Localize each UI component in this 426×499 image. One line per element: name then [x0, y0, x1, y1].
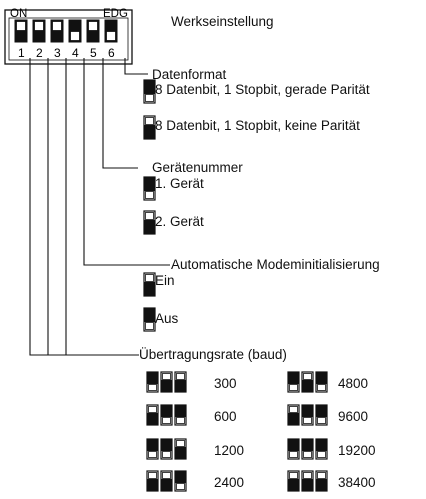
edg-label: EDG	[103, 8, 128, 20]
data-format-option-none: 8 Datenbit, 1 Stopbit, keine Parität	[155, 118, 360, 133]
factory-setting-label: Werkseinstellung	[171, 14, 274, 29]
baud-left-300-switch-1-icon	[146, 371, 159, 393]
baud-left-1200-switch-2-icon	[160, 438, 173, 460]
switch-number-2: 2	[36, 46, 43, 60]
device-number-option-1: 1. Gerät	[155, 176, 204, 191]
modem-init-option-off: Aus	[155, 311, 179, 326]
baud-left-300-switch-3-icon	[174, 371, 187, 393]
data-format-option-even: 8 Datenbit, 1 Stopbit, gerade Parität	[155, 82, 370, 97]
baud-right-38400-switch-2-icon	[301, 470, 314, 492]
switch-block-frame	[4, 9, 133, 65]
baud-right-19200-switch-3-icon	[315, 438, 328, 460]
baud-left-600-switch-1-icon	[146, 404, 159, 426]
factory-switch-1	[14, 19, 28, 43]
switch-number-4: 4	[72, 46, 79, 60]
baud-left-2400-switch-3-icon	[174, 470, 187, 492]
baud-left-300-switch-2-icon	[160, 371, 173, 393]
on-label: ON	[10, 8, 27, 20]
baud-left-600-switch-2-icon	[160, 404, 173, 426]
baud-right-9600-switch-2-icon	[301, 404, 314, 426]
baud-left-1200-switch-1-icon	[146, 438, 159, 460]
data-format-even-switch-icon	[143, 79, 156, 104]
baud-right-4800-switch-2-icon	[301, 371, 314, 393]
switch-number-6: 6	[108, 46, 115, 60]
modem-init-title: Automatische Modeminitialisierung	[171, 257, 380, 272]
baud-left-2400-switch-2-icon	[160, 470, 173, 492]
factory-switch-6	[104, 19, 118, 43]
device-1-switch-icon	[143, 176, 156, 201]
modem-init-option-on: Ein	[155, 273, 175, 288]
baud-rate-left-0: 300	[214, 376, 237, 391]
factory-switch-3	[50, 19, 64, 43]
modem-init-on-switch-icon	[143, 272, 156, 297]
baud-right-9600-switch-1-icon	[287, 404, 300, 426]
data-format-title: Datenformat	[152, 67, 227, 82]
baud-switch-group	[146, 371, 328, 492]
data-format-none-switch-icon	[143, 115, 156, 140]
baud-left-1200-switch-3-icon	[174, 438, 187, 460]
switch-number-3: 3	[54, 46, 61, 60]
baud-right-19200-switch-2-icon	[301, 438, 314, 460]
baud-rate-right-2: 19200	[338, 443, 376, 458]
baud-right-9600-switch-3-icon	[315, 404, 328, 426]
switch-number-1: 1	[18, 46, 25, 60]
leader-line-switch-1	[29, 58, 139, 356]
baud-rate-title: Übertragungsrate (baud)	[139, 347, 287, 362]
factory-switch-4	[68, 19, 82, 43]
device-number-title: Gerätenummer	[152, 160, 243, 175]
leader-line-switch-4	[83, 58, 170, 266]
factory-switch-2	[32, 19, 46, 43]
baud-rate-right-3: 38400	[338, 475, 376, 490]
baud-rate-left-2: 1200	[214, 443, 245, 458]
baud-right-4800-switch-3-icon	[315, 371, 328, 393]
baud-rate-right-0: 4800	[338, 376, 369, 391]
switch-block-label-panel	[8, 17, 129, 61]
option-switch-group	[143, 79, 156, 332]
baud-rate-left-3: 2400	[214, 475, 245, 490]
factory-switch-group	[14, 19, 118, 43]
baud-right-19200-switch-1-icon	[287, 438, 300, 460]
modem-init-off-switch-icon	[143, 307, 156, 332]
factory-switch-5	[86, 19, 100, 43]
baud-left-600-switch-3-icon	[174, 404, 187, 426]
leader-line-switch-6	[124, 58, 148, 75]
baud-rate-right-1: 9600	[338, 409, 369, 424]
switch-number-5: 5	[90, 46, 97, 60]
leader-line-switch-5	[102, 58, 138, 169]
device-2-switch-icon	[143, 210, 156, 235]
baud-left-2400-switch-1-icon	[146, 470, 159, 492]
baud-right-38400-switch-1-icon	[287, 470, 300, 492]
baud-right-4800-switch-1-icon	[287, 371, 300, 393]
device-number-option-2: 2. Gerät	[155, 214, 204, 229]
baud-right-38400-switch-3-icon	[315, 470, 328, 492]
baud-rate-left-1: 600	[214, 409, 237, 424]
